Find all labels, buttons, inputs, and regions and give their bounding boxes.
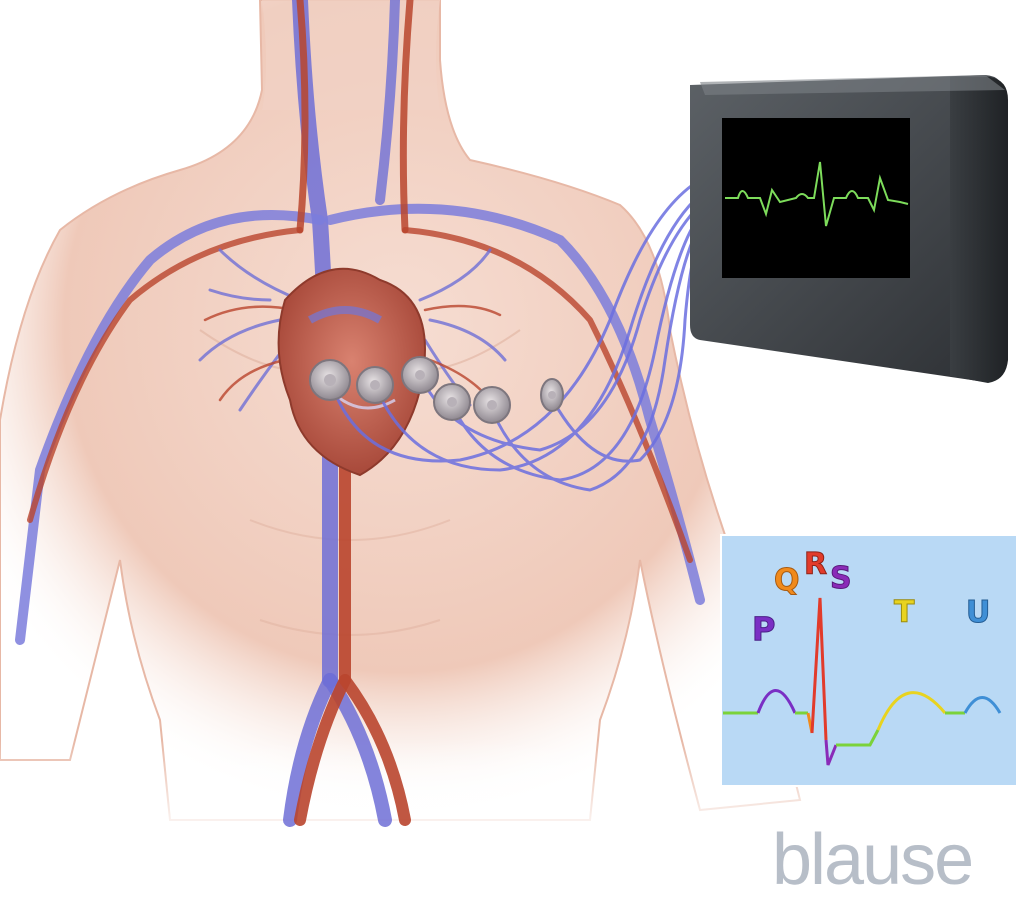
electrode-5 xyxy=(474,387,510,423)
label-r: R xyxy=(804,547,827,582)
label-u: U xyxy=(966,595,990,630)
ecg-inset: P Q R S T U xyxy=(721,535,1017,786)
watermark-logo: blause xyxy=(772,824,972,896)
label-s: S xyxy=(830,561,852,596)
label-t: T xyxy=(894,595,915,630)
ecg-monitor xyxy=(690,75,1008,383)
electrode-1 xyxy=(310,360,350,400)
label-p: P xyxy=(752,610,775,648)
label-q: Q xyxy=(774,563,800,598)
inset-background xyxy=(721,535,1017,786)
electrode-3 xyxy=(402,357,438,393)
electrode-2 xyxy=(357,367,393,403)
electrode-4 xyxy=(434,384,470,420)
electrode-6 xyxy=(541,379,563,411)
